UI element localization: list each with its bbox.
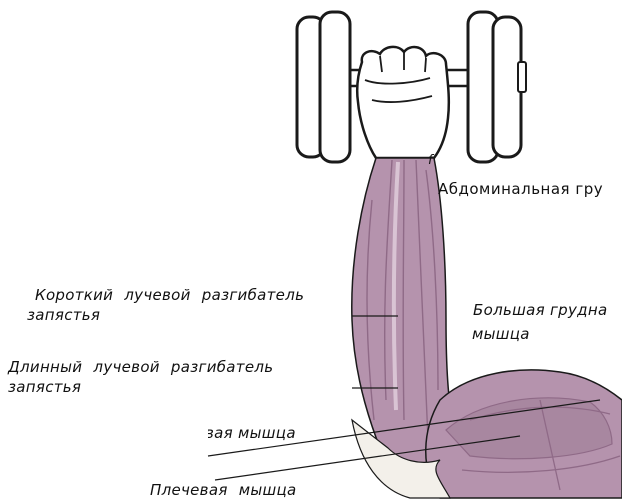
- label-short-extensor-line2: запястья: [27, 306, 100, 325]
- dumbbell-plate-right-outer: [493, 17, 521, 157]
- label-brachialis: Плечевая мышца: [150, 481, 297, 500]
- dumbbell-plate-left-inner: [320, 12, 350, 162]
- label-long-extensor-line1: Длинный лучевой разгибатель: [8, 358, 273, 377]
- stray-mark: f: [428, 151, 433, 170]
- label-pectoralis-line2: мышца: [472, 325, 530, 344]
- label-long-extensor-line2: запястья: [8, 378, 81, 397]
- label-abdominal: Абдоминальная гру: [438, 180, 603, 199]
- label-brachioradialis: вая мышца: [208, 424, 322, 443]
- label-brachioradialis-text: вая мышца: [208, 424, 296, 443]
- label-short-extensor-line1: Короткий лучевой разгибатель: [35, 286, 304, 305]
- dumbbell-collar-right: [518, 62, 526, 92]
- label-pectoralis-line1: Большая грудна: [473, 301, 607, 320]
